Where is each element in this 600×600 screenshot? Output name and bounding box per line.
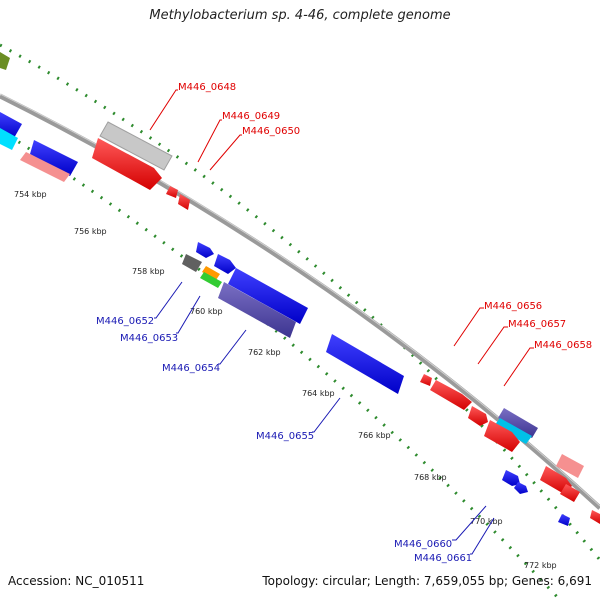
gene-feature <box>560 484 580 502</box>
gene-label: M446_0657 <box>508 319 566 330</box>
gene-feature <box>178 194 190 210</box>
accession-text: Accession: NC_010511 <box>8 574 145 588</box>
gene-feature <box>228 268 308 324</box>
gene-feature <box>326 334 404 394</box>
leader-line <box>470 517 495 555</box>
gene-label: M446_0649 <box>222 111 280 122</box>
gene-feature <box>99 121 173 171</box>
gene-feature <box>558 514 570 526</box>
leader-line <box>154 281 183 319</box>
genome-stats-text: Topology: circular; Length: 7,659,055 bp… <box>262 574 592 588</box>
gene-feature <box>420 374 432 386</box>
gene-label: M446_0653 <box>120 333 178 344</box>
gene-label: M446_0648 <box>178 82 236 93</box>
gene-feature <box>92 138 162 190</box>
kbp-label: 756 kbp <box>74 227 107 236</box>
kbp-label: 762 kbp <box>248 348 281 357</box>
gene-feature <box>202 266 220 280</box>
gene-feature <box>590 510 600 524</box>
inner-tick-track <box>0 128 562 600</box>
gene-feature <box>218 282 296 338</box>
gene-feature <box>430 380 472 410</box>
gene-feature <box>0 128 18 150</box>
gene-feature <box>214 254 236 274</box>
leader-line <box>197 119 222 163</box>
map-title: Methylobacterium sp. 4-46, complete geno… <box>149 8 451 23</box>
kbp-label: 770 kbp <box>470 517 503 526</box>
gene-label: M446_0650 <box>242 126 300 137</box>
leader-line <box>176 295 201 334</box>
gene-label: M446_0654 <box>162 363 220 374</box>
gene-feature <box>30 140 78 176</box>
leader-line <box>209 134 242 171</box>
gene-label: M446_0660 <box>394 539 452 550</box>
kbp-label: 768 kbp <box>414 473 447 482</box>
gene-feature <box>502 470 520 486</box>
gene-feature <box>484 420 520 452</box>
kbp-label: 764 kbp <box>302 389 335 398</box>
leader-line <box>453 307 484 347</box>
gene-feature <box>556 454 584 478</box>
leader-line <box>452 505 487 541</box>
leader-line <box>218 329 247 365</box>
gene-label: M446_0658 <box>534 340 592 351</box>
gene-feature <box>0 52 10 70</box>
gene-feature <box>498 408 538 438</box>
gene-feature <box>468 406 488 426</box>
kbp-label: 754 kbp <box>14 190 47 199</box>
leader-line <box>503 347 534 387</box>
outer-tick-track <box>0 43 600 561</box>
gene-feature <box>540 466 572 494</box>
leader-line <box>149 89 178 131</box>
gene-label: M446_0655 <box>256 431 314 442</box>
gene-feature <box>514 482 528 494</box>
kbp-label: 758 kbp <box>132 267 165 276</box>
gene-label: M446_0656 <box>484 301 542 312</box>
kbp-label: 772 kbp <box>524 561 557 570</box>
leader-line <box>312 397 341 433</box>
gene-label: M446_0652 <box>96 316 154 327</box>
gene-feature <box>182 254 202 272</box>
kbp-label: 766 kbp <box>358 431 391 440</box>
leader-line <box>477 326 508 365</box>
gene-feature <box>166 186 178 198</box>
gene-label: M446_0661 <box>414 553 472 564</box>
gene-feature <box>494 418 532 444</box>
gene-feature <box>200 272 222 288</box>
gene-feature <box>20 152 70 182</box>
kbp-label: 760 kbp <box>190 307 223 316</box>
gene-feature <box>196 242 214 258</box>
